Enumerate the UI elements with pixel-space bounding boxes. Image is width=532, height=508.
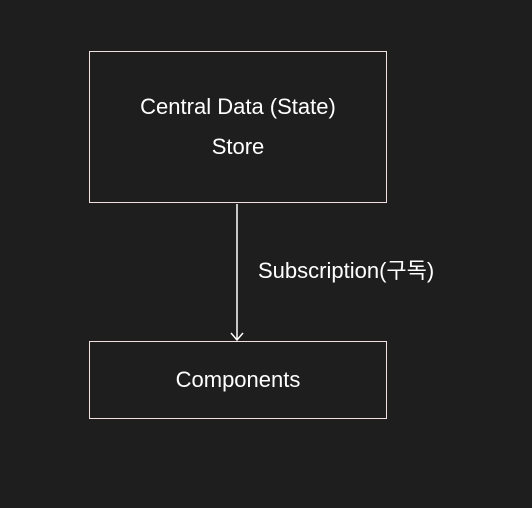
central-store-label-line2: Store — [211, 134, 265, 159]
central-store-node: Central Data (State) Store — [89, 51, 387, 203]
subscription-arrow-head — [230, 332, 244, 342]
central-store-label-line1: Central Data (State) — [140, 94, 336, 119]
subscription-edge-label: Subscription(구독) — [258, 258, 435, 283]
components-label: Components — [175, 367, 301, 392]
components-node: Components — [89, 341, 387, 419]
